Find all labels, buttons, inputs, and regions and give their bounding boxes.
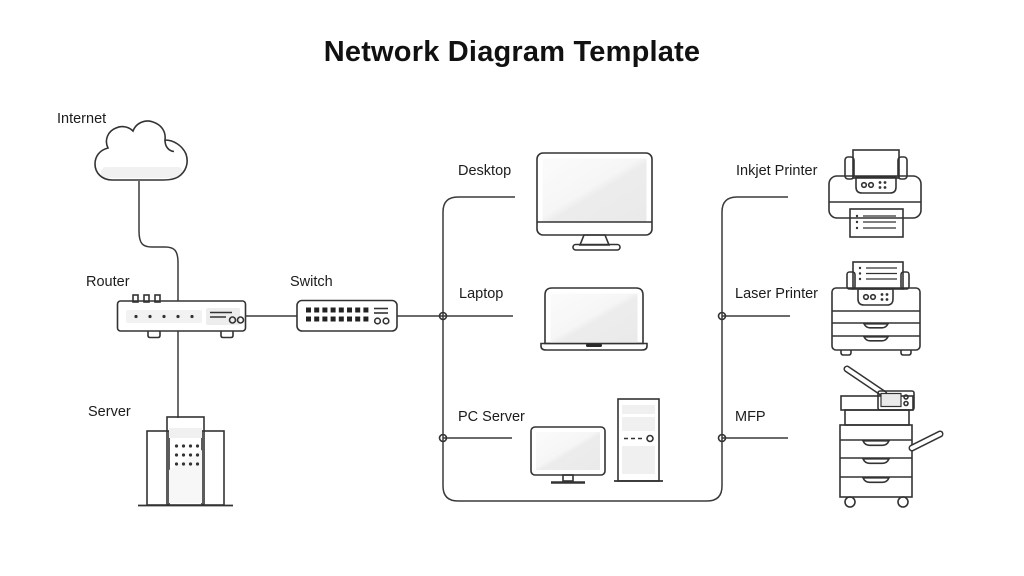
laser-printer-icon: [831, 261, 921, 356]
pc-server-icon: [530, 398, 663, 484]
node-laser-junction: [717, 311, 727, 321]
desktop-icon: [536, 152, 653, 251]
label-inkjet-printer: Inkjet Printer: [736, 163, 818, 179]
mfp-icon: [839, 365, 944, 508]
label-pc-server: PC Server: [458, 409, 525, 425]
label-server: Server: [88, 404, 131, 420]
inkjet-printer-icon: [828, 149, 922, 238]
label-router: Router: [86, 274, 130, 290]
label-mfp: MFP: [735, 409, 766, 425]
router-icon: [116, 294, 247, 339]
connection-nodes: [438, 311, 727, 443]
cloud-icon: [94, 120, 188, 181]
node-laptop-junction: [438, 311, 448, 321]
label-internet: Internet: [57, 111, 107, 127]
label-laptop: Laptop: [459, 286, 504, 302]
switch-icon: [296, 299, 398, 332]
server-icon: [138, 416, 233, 507]
label-switch: Switch: [290, 274, 333, 290]
label-laser-printer: Laser Printer: [735, 286, 819, 302]
edge-trunk: [442, 196, 788, 502]
node-mfp-junction: [717, 433, 727, 443]
edge-internet-router: [138, 181, 179, 301]
node-pc-server-junction: [438, 433, 448, 443]
laptop-icon: [540, 287, 648, 351]
label-desktop: Desktop: [458, 163, 512, 179]
page-title: Network Diagram Template: [323, 36, 701, 68]
connector-lines: [138, 181, 790, 502]
